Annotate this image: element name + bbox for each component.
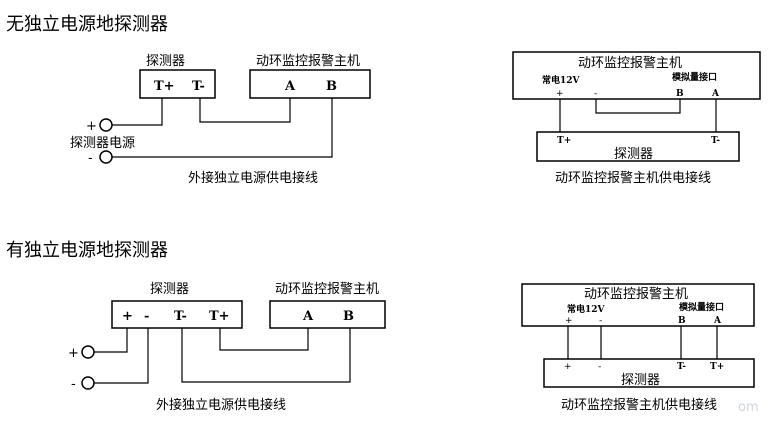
- top-left-plus-sign: +: [86, 119, 97, 134]
- bottom-right-diagram: 动环监控报警主机 常电12V 模拟量接口 + - B A + - T- T+ 探…: [521, 283, 755, 413]
- bottom-left-caption: 外接独立电源供电接线: [156, 397, 286, 413]
- bottom-right-host-label: 动环监控报警主机: [584, 286, 688, 302]
- top-left-detector-label: 探测器: [146, 54, 185, 69]
- top-right-wire-minus-to-b: [595, 99, 681, 114]
- bottom-left-wire-t-plus-to-a: [219, 328, 309, 351]
- top-left-power-label: 探测器电源: [70, 136, 135, 151]
- bottom-left-detector-label: 探测器: [150, 282, 189, 297]
- top-right-t-minus-terminal: T-: [711, 136, 720, 146]
- bottom-right-b-terminal: B: [678, 316, 686, 326]
- bottom-left-diagram: 探测器 + - T- T+ 动环监控报警主机 A B + - 外接独立电源供电接…: [68, 281, 386, 413]
- top-right-diagram: 动环监控报警主机 常电12V 模拟量接口 + - B A T+ T- 探测器 动…: [512, 51, 761, 186]
- top-left-detector-box: [139, 69, 216, 99]
- top-right-a-terminal: A: [711, 89, 720, 99]
- top-left-diagram: 探测器 T+ T- 动环监控报警主机 A B + - 探测器电源 外接独立电源供…: [70, 53, 371, 186]
- top-right-plus-terminal: +: [556, 89, 564, 99]
- bottom-left-ext-plus-terminal: [81, 345, 95, 359]
- bottom-left-terminal-a: A: [302, 309, 314, 324]
- top-left-power-plus-terminal: [99, 118, 113, 132]
- top-left-terminal-a: A: [284, 79, 296, 94]
- bottom-right-caption: 动环监控报警主机供电接线: [561, 397, 717, 413]
- top-right-t-plus-terminal: T+: [557, 136, 571, 146]
- bottom-left-wire-t-minus-to-b: [181, 328, 351, 383]
- bottom-left-host-label: 动环监控报警主机: [275, 281, 379, 297]
- bottom-right-d-minus-terminal: -: [598, 362, 601, 372]
- bottom-left-terminal-plus: +: [122, 309, 133, 324]
- bottom-left-detector-box: [111, 300, 243, 329]
- bottom-left-terminal-t-plus: T+: [209, 309, 230, 324]
- bottom-right-d-plus-terminal: +: [564, 362, 572, 372]
- top-left-host-box: [249, 69, 371, 99]
- bottom-left-wire-minus-to-ext-minus: [94, 328, 149, 384]
- bottom-right-detector-label: 探测器: [621, 373, 660, 388]
- top-left-host-label: 动环监控报警主机: [256, 53, 360, 69]
- bottom-right-normal-power-label: 常电12V: [567, 303, 606, 315]
- top-left-power-minus-terminal: [99, 150, 113, 164]
- watermark: om: [738, 400, 759, 415]
- bottom-left-terminal-minus: -: [144, 309, 149, 324]
- bottom-right-t-plus-terminal: T+: [710, 362, 724, 372]
- bottom-right-analog-port-label: 模拟量接口: [679, 301, 724, 313]
- bottom-right-a-terminal: A: [713, 316, 722, 326]
- top-left-terminal-t-plus: T+: [154, 79, 175, 94]
- bottom-left-terminal-b: B: [343, 309, 354, 324]
- top-right-host-label: 动环监控报警主机: [578, 55, 682, 71]
- bottom-left-ext-minus-sign: -: [71, 377, 76, 392]
- bottom-left-terminal-t-minus: T-: [174, 309, 187, 324]
- bottom-left-wire-plus-to-ext-plus: [94, 328, 128, 353]
- heading-no-independent-power: 无独立电源地探测器: [6, 14, 168, 35]
- top-right-analog-port-label: 模拟量接口: [672, 71, 717, 83]
- top-right-detector-box: [536, 131, 740, 162]
- bottom-left-ext-minus-terminal: [81, 376, 95, 390]
- bottom-left-host-box: [269, 300, 386, 329]
- top-right-caption: 动环监控报警主机供电接线: [555, 170, 711, 186]
- bottom-right-plus-terminal: +: [565, 316, 573, 326]
- top-left-wire-t-plus-to-power-plus: [112, 98, 163, 126]
- heading-with-independent-power: 有独立电源地探测器: [6, 240, 168, 261]
- top-right-detector-label: 探测器: [614, 147, 653, 162]
- top-right-host-box: [512, 51, 761, 100]
- bottom-right-host-box: [521, 283, 755, 327]
- top-left-wire-t-minus-to-a: [199, 98, 291, 123]
- top-left-terminal-b: B: [326, 79, 337, 94]
- top-left-caption: 外接独立电源供电接线: [188, 170, 318, 186]
- top-left-terminal-t-minus: T-: [192, 79, 205, 94]
- top-right-b-terminal: B: [676, 89, 684, 99]
- top-left-wire-b-to-power-minus: [112, 98, 333, 158]
- top-right-minus-terminal: -: [594, 89, 597, 99]
- bottom-right-detector-box: [543, 358, 755, 388]
- bottom-right-minus-terminal: -: [599, 316, 602, 326]
- top-right-normal-power-label: 常电12V: [542, 74, 581, 86]
- top-left-minus-sign: -: [88, 151, 93, 166]
- bottom-left-ext-plus-sign: +: [68, 346, 79, 361]
- bottom-right-t-minus-terminal: T-: [677, 362, 686, 372]
